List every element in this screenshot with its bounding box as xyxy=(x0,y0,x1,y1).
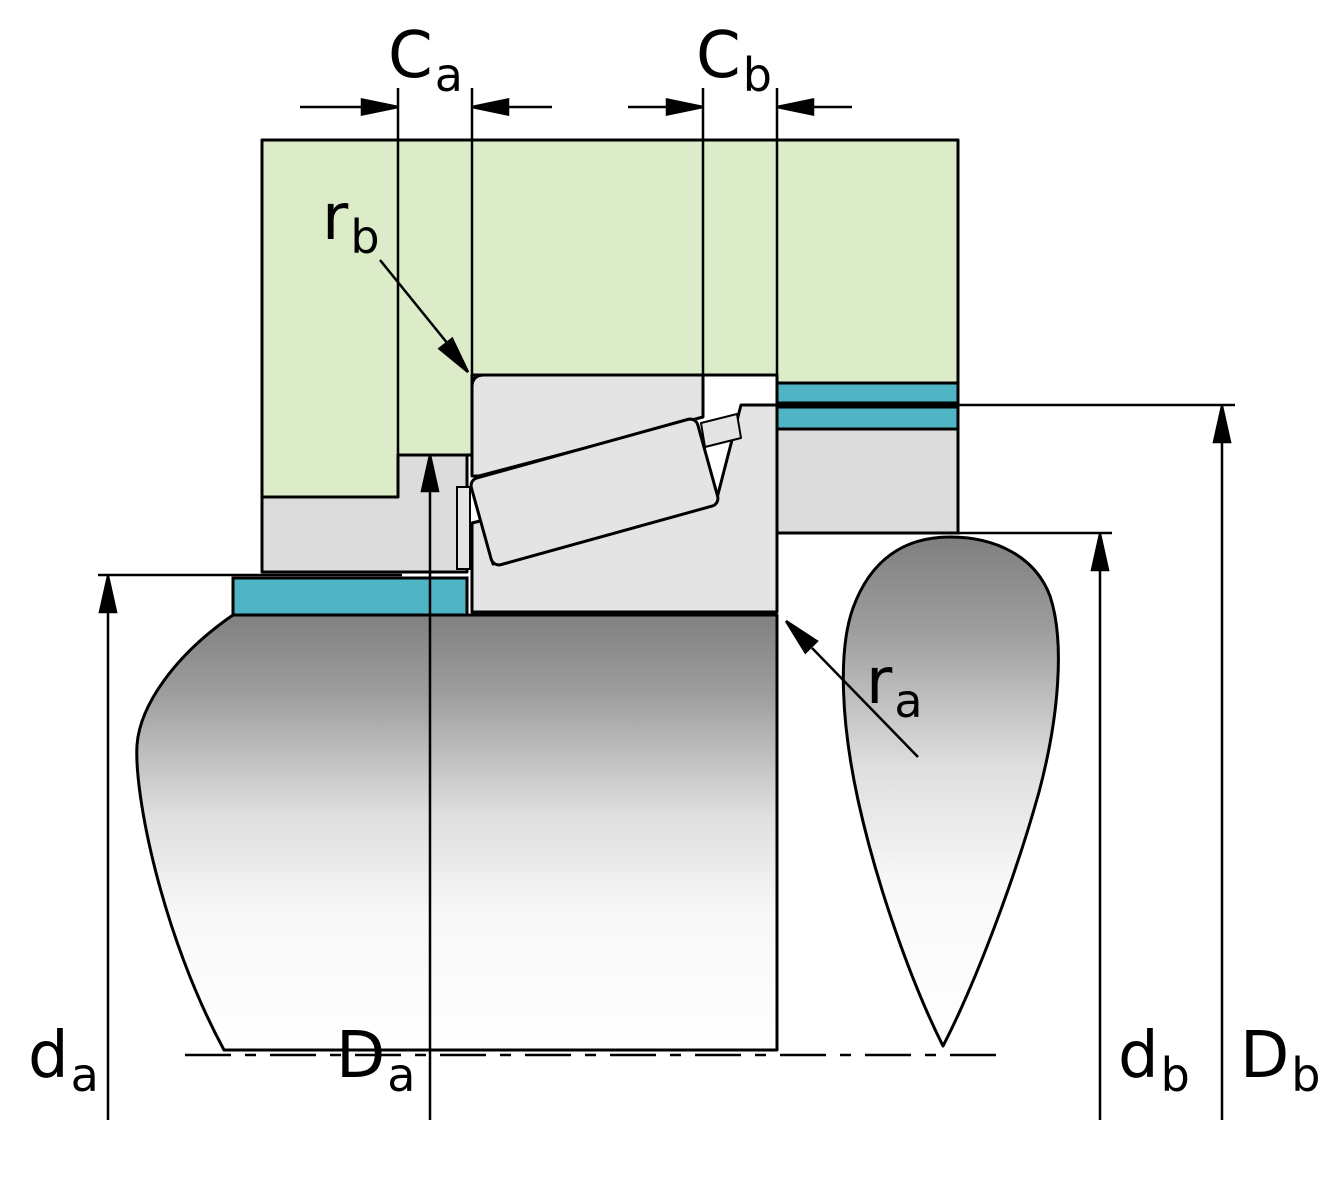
dim-label-Db-main: D xyxy=(1240,1019,1290,1093)
Cb-arrow-left xyxy=(665,97,704,117)
Da-arrow xyxy=(420,454,440,493)
right-abutment-ring-upper xyxy=(775,381,960,405)
Ca-arrow-left xyxy=(360,97,399,117)
right-abutment-ring-lower xyxy=(775,405,960,431)
left-abutment-ring xyxy=(231,576,469,617)
dim-label-db-main: d xyxy=(1118,1019,1159,1093)
rb-leader-arrow xyxy=(437,336,470,373)
rb-leader-line xyxy=(379,259,449,345)
dim-label-da: da xyxy=(28,1024,99,1098)
da-arrow xyxy=(98,575,118,614)
dim-label-Ca-sub: a xyxy=(434,48,463,102)
Cb-arrow-right xyxy=(776,97,815,117)
dim-label-ra-main: r xyxy=(866,645,893,719)
dim-label-da-sub: a xyxy=(70,1048,99,1102)
bearing-cage-left xyxy=(456,486,471,570)
tapered-roller xyxy=(469,417,720,567)
ra-leader-line xyxy=(811,647,919,758)
dim-label-Da-sub: a xyxy=(387,1048,416,1102)
dim-label-Cb-main: C xyxy=(696,19,741,93)
dim-label-Ca-main: C xyxy=(388,19,433,93)
dim-label-rb-sub: b xyxy=(350,210,380,264)
Db-arrow xyxy=(1212,405,1232,444)
dim-label-Da-main: D xyxy=(336,1019,386,1093)
dim-label-Da: Da xyxy=(336,1024,415,1098)
dim-label-Cb: Cb xyxy=(696,24,772,98)
dim-label-Cb-sub: b xyxy=(742,48,772,102)
dim-label-rb: rb xyxy=(322,186,380,260)
bearing-cage-right xyxy=(700,413,742,448)
dim-label-ra: ra xyxy=(866,650,923,724)
dim-label-Db: Db xyxy=(1240,1024,1320,1098)
Ca-arrow-right xyxy=(471,97,510,117)
dim-label-ra-sub: a xyxy=(894,674,923,728)
right-cover-block xyxy=(775,427,960,535)
dim-label-db: db xyxy=(1118,1024,1190,1098)
left-abutment-block xyxy=(260,453,469,574)
dim-label-db-sub: b xyxy=(1160,1048,1190,1102)
dim-label-rb-main: r xyxy=(322,181,349,255)
dim-label-Db-sub: b xyxy=(1291,1048,1321,1102)
dim-label-da-main: d xyxy=(28,1019,69,1093)
dimension-layer xyxy=(98,88,1235,1120)
db-arrow xyxy=(1090,533,1110,572)
shaft-shoulder-section xyxy=(841,535,1060,1048)
dim-label-Ca: Ca xyxy=(388,24,463,98)
ra-leader-arrow xyxy=(784,619,819,655)
shaft-section xyxy=(135,613,779,1052)
